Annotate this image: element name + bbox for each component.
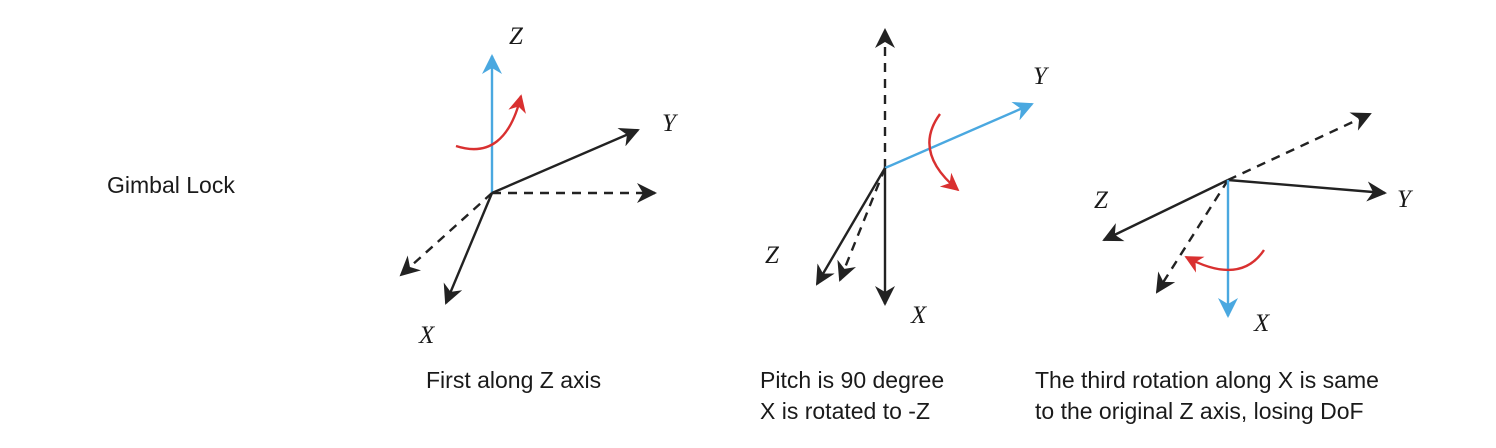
x-axis-label: X	[418, 322, 436, 349]
z-axis-label: Z	[765, 242, 780, 269]
y-axis-label: Y	[1033, 63, 1050, 90]
z-axis-arrow	[1102, 178, 1229, 242]
y-axis-label: Y	[662, 110, 679, 137]
z-axis-label: Z	[509, 23, 524, 50]
diagram-title: Gimbal Lock	[107, 172, 235, 198]
x-axis-arrow	[443, 192, 494, 305]
y-axis-label: Y	[1397, 186, 1414, 213]
panel-pitch-rotation: Y Z X Pitch is 90 degree X is rotated to…	[760, 28, 1050, 424]
z-axis-label: Z	[1094, 187, 1109, 214]
rotation-around-x-arrow	[1184, 249, 1265, 273]
panel-caption-line-2: to the original Z axis, losing DoF	[1035, 398, 1364, 424]
panel-first-rotation: Z Y X First along Z axis	[399, 23, 679, 393]
panel-caption-line-1: The third rotation along X is same	[1035, 367, 1379, 393]
z-axis-arrow	[815, 167, 887, 286]
original-x-axis-dashed-arrow	[399, 192, 493, 277]
original-x-axis-dashed-arrow	[837, 167, 887, 282]
rotation-around-z-arrow	[455, 94, 526, 151]
panel-caption-line-1: Pitch is 90 degree	[760, 367, 944, 393]
x-axis-label: X	[910, 302, 928, 329]
y-axis-arrow	[884, 102, 1034, 170]
y-axis-arrow	[1227, 178, 1387, 202]
dashed-z-axis-arrow	[1155, 179, 1230, 294]
dashed-y-axis-arrow	[1227, 112, 1372, 182]
y-axis-arrow	[491, 127, 640, 195]
pitch-rotation-arrow	[928, 113, 960, 192]
panel-caption-line-2: X is rotated to -Z	[760, 398, 930, 424]
panel-third-rotation: Z Y X The third rotation along X is same…	[1035, 112, 1414, 424]
panel-caption-line-1: First along Z axis	[426, 367, 601, 393]
x-axis-label: X	[1253, 310, 1271, 337]
